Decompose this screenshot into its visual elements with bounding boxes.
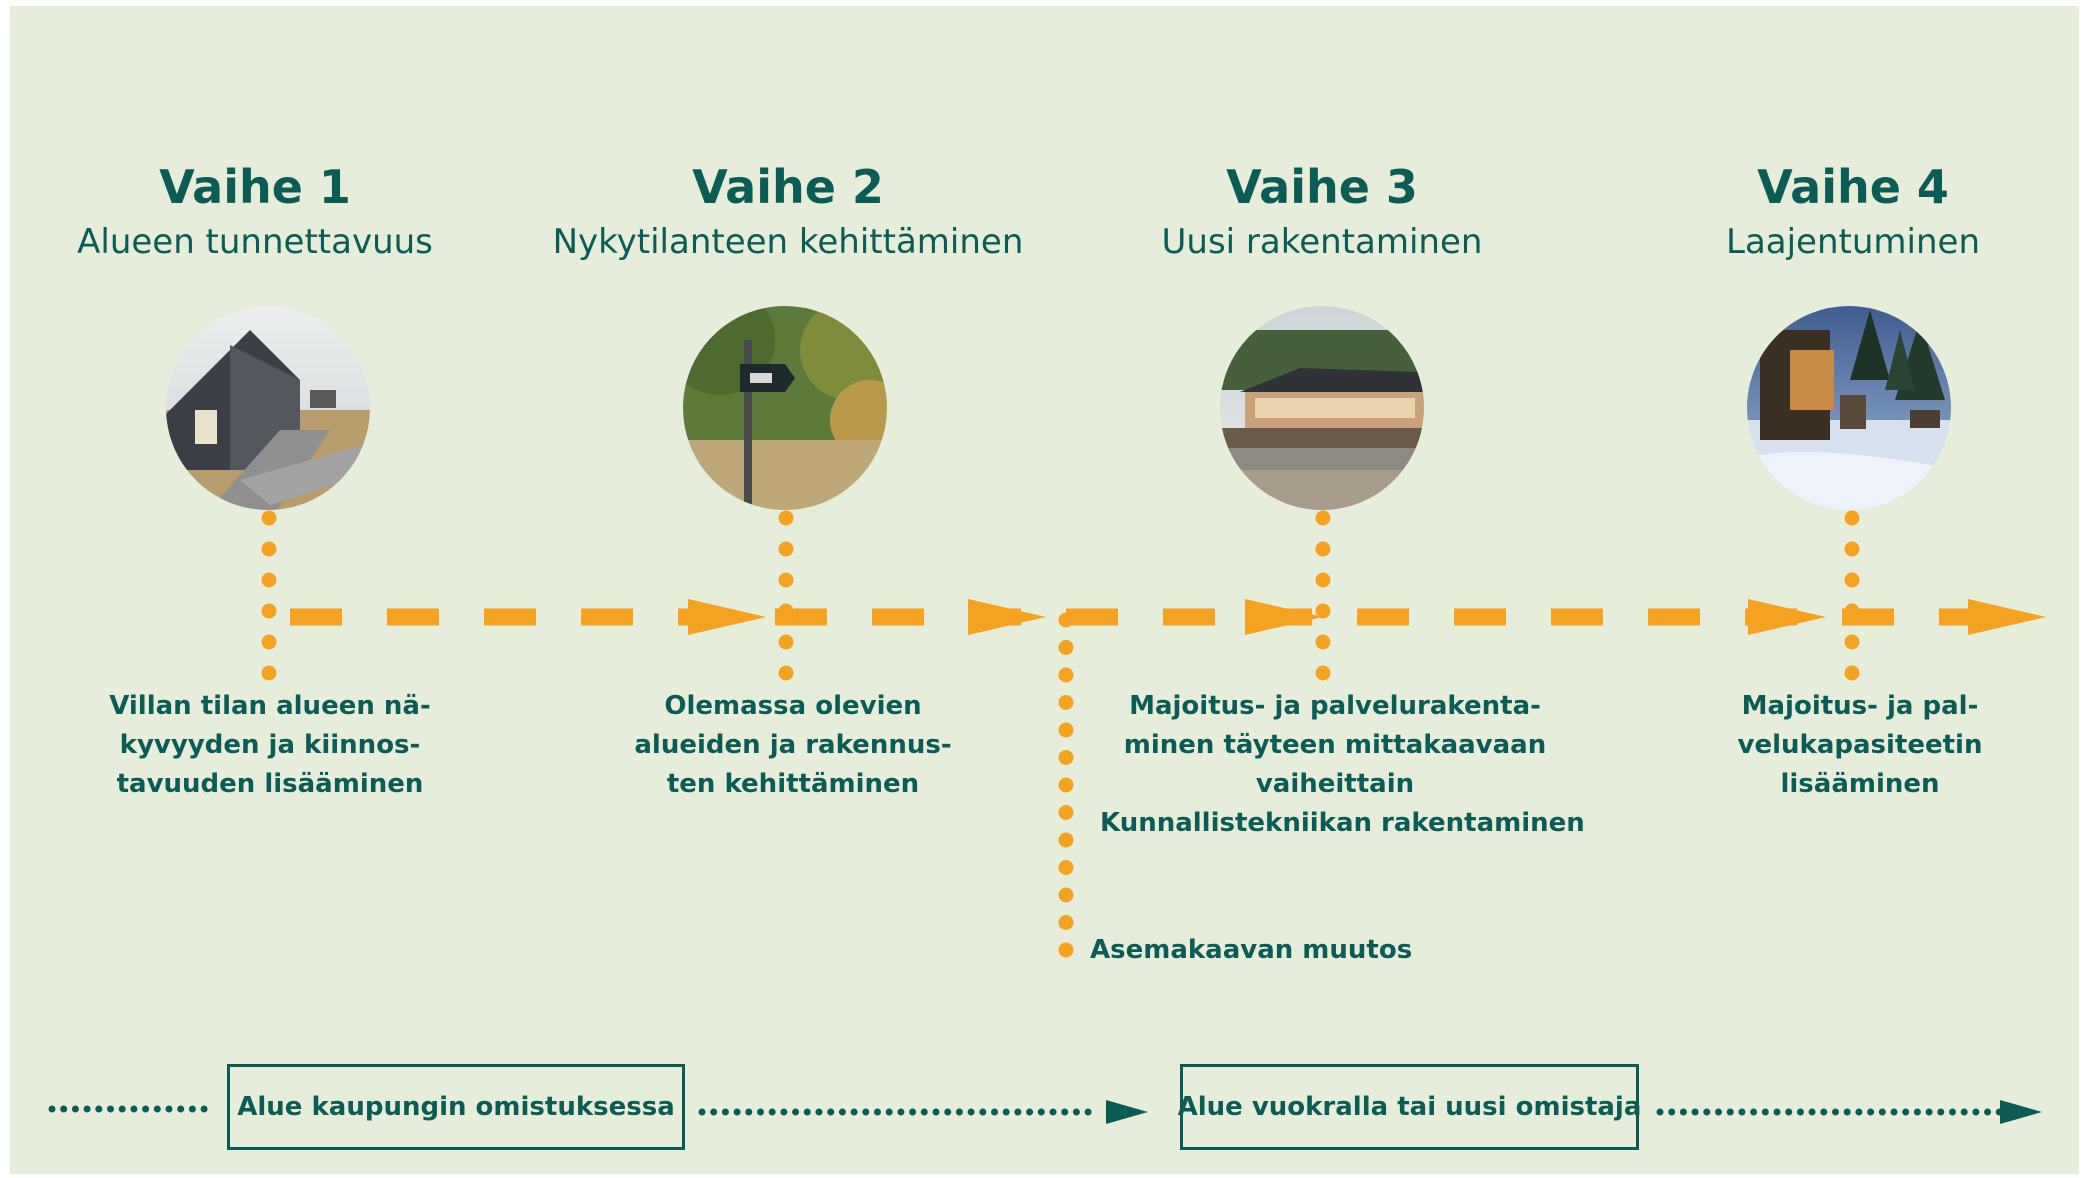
arrow-head-icon (1968, 599, 2046, 635)
villa-signpost-photo-icon (682, 305, 888, 511)
phase-title: Vaihe 4 (1757, 160, 1949, 214)
description-line: Majoitus- ja palvelurakenta- (1129, 691, 1541, 721)
phase-title: Vaihe 3 (1226, 160, 1418, 214)
description-line: velukapasiteetin (1737, 730, 1983, 760)
phase-title: Vaihe 1 (159, 160, 351, 214)
phase-3-description: Majoitus- ja palvelurakenta- minen täyte… (1100, 687, 1585, 843)
ownership-city-box: Alue kaupungin omistuksessa (227, 1064, 685, 1150)
phase-3-heading: Vaihe 3 Uusi rakentaminen (1042, 160, 1602, 264)
boardwalk-cabin-photo-icon (165, 305, 371, 511)
ownership-timeline (48, 1100, 2042, 1124)
description-line: vaiheittain (1255, 769, 1415, 799)
phase-title: Vaihe 2 (692, 160, 884, 214)
arrow-head-icon (1245, 599, 1323, 635)
arrow-head-icon (1106, 1100, 1148, 1124)
description-line: minen täyteen mittakaavaan (1123, 730, 1547, 760)
arrow-head-icon (968, 599, 1046, 635)
phase-subtitle: Laajentuminen (1726, 222, 1980, 262)
description-line: Villan tilan alueen nä- (109, 691, 431, 721)
timeline-arrow (290, 599, 2046, 635)
phase-subtitle: Uusi rakentaminen (1161, 222, 1483, 262)
winter-cabins-photo-icon (1746, 305, 1952, 511)
description-line: tavuuden lisääminen (116, 769, 424, 799)
arrow-head-icon (1748, 599, 1826, 635)
description-line: alueiden ja rakennus- (634, 730, 952, 760)
zoning-change-label: Asemakaavan muutos (1090, 935, 1413, 965)
phase-1-description: Villan tilan alueen nä- kyvyyden ja kiin… (70, 687, 470, 804)
phase-4-heading: Vaihe 4 Laajentuminen (1573, 160, 2087, 264)
phase-subtitle: Alueen tunnettavuus (77, 222, 433, 262)
phase-connectors (261, 510, 1860, 970)
description-line: Majoitus- ja pal- (1741, 691, 1979, 721)
diagram-background (10, 6, 2079, 1174)
phase-subtitle: Nykytilanteen kehittäminen (552, 222, 1024, 262)
arrow-head-icon (2000, 1100, 2042, 1124)
ownership-lease-box: Alue vuokralla tai uusi omistaja (1178, 1064, 1641, 1150)
phase-2-heading: Vaihe 2 Nykytilanteen kehittäminen (508, 160, 1068, 264)
description-line: ten kehittäminen (666, 769, 920, 799)
description-line: Olemassa olevien (664, 691, 922, 721)
lakeside-sauna-photo-icon (1219, 305, 1425, 511)
arrow-head-icon (688, 599, 766, 635)
description-line: kyvyyden ja kiinnos- (119, 730, 421, 760)
phase-2-description: Olemassa olevien alueiden ja rakennus- t… (593, 687, 993, 804)
phase-4-description: Majoitus- ja pal- velukapasiteetin lisää… (1705, 687, 2015, 804)
description-line: Kunnallistekniikan rakentaminen (1100, 808, 1585, 838)
phase-1-heading: Vaihe 1 Alueen tunnettavuus (0, 160, 535, 264)
description-line: lisääminen (1780, 769, 1940, 799)
